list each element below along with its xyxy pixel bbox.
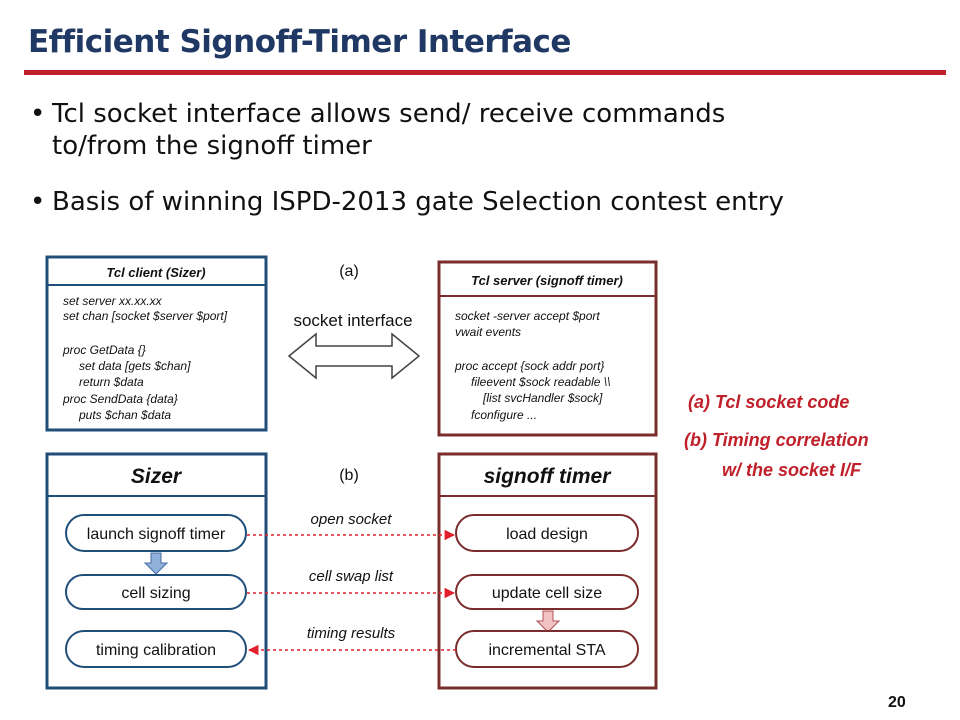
sizer-step-launch [65,514,247,552]
caption-b-line2: w/ the socket I/F [722,460,862,480]
sizer-step-label: launch signoff timer [87,526,226,543]
client-code-line: set data [gets $chan] [79,359,191,373]
message-label: open socket [311,511,393,528]
sizer-step-cell-sizing [65,574,247,610]
caption-b-line1: (b) Timing correlation [684,430,869,450]
server-code-line: fconfigure ... [471,408,537,422]
bullet-2-line1: Basis of winning ISPD-2013 gate Selectio… [52,187,784,217]
sizer-step-label: timing calibration [96,642,216,659]
server-code-line: fileevent $sock readable \\ [471,375,610,389]
client-code-line: return $data [79,375,144,389]
timer-step-update-cell-size [455,574,639,610]
message-label: timing results [307,625,396,642]
client-code-line: proc SendData {data} [62,392,178,406]
diagram-a-label: (a) [339,263,359,280]
down-arrow-icon [143,552,169,575]
title-divider [24,70,946,75]
diagram-b-label: (b) [339,467,359,484]
timer-step-label: load design [506,526,588,543]
down-arrow-icon [535,610,561,633]
page-number: 20 [888,694,906,711]
timer-step-label: update cell size [492,585,602,602]
signoff-timer-title: signoff timer [484,465,613,488]
caption-a: (a) Tcl socket code [688,392,850,412]
bullet-dot: • [30,99,46,129]
client-code-line: proc GetData {} [62,343,146,357]
message-label: cell swap list [309,568,394,585]
server-code-line: [list svcHandler $sock] [482,391,603,405]
tcl-server-title: Tcl server (signoff timer) [471,273,623,288]
server-code-line: vwait events [455,325,521,339]
tcl-server-box: Tcl server (signoff timer) socket -serve… [437,260,658,437]
bullet-dot: • [30,187,46,217]
bullet-1-line1: Tcl socket interface allows send/ receiv… [52,99,726,129]
timer-step-incremental-sta [455,630,639,668]
signoff-timer-box: signoff timer load design update cell si… [437,452,658,690]
sizer-box: Sizer launch signoff timer cell sizing t… [45,452,268,690]
bullet-2: •Basis of winning ISPD-2013 gate Selecti… [30,186,784,218]
client-code-line: set chan [socket $server $port] [63,309,228,323]
server-code-line: socket -server accept $port [455,309,600,323]
timer-step-label: incremental STA [488,642,605,659]
double-arrow-icon [287,332,421,380]
socket-interface-label: socket interface [293,311,412,330]
sizer-title: Sizer [131,465,183,488]
tcl-client-title: Tcl client (Sizer) [106,265,205,280]
sizer-step-label: cell sizing [121,585,190,602]
server-code-line: proc accept {sock addr port} [454,359,604,373]
client-code-line: puts $chan $data [78,408,171,422]
slide-title: Efficient Signoff-Timer Interface [28,24,571,60]
bullet-1: •Tcl socket interface allows send/ recei… [30,98,725,162]
client-code-line: set server xx.xx.xx [63,294,163,308]
sizer-step-timing-calibration [65,630,247,668]
tcl-client-box: Tcl client (Sizer) set server xx.xx.xx s… [45,255,268,432]
bullet-1-line2: to/from the signoff timer [52,131,372,161]
timer-step-load-design [455,514,639,552]
